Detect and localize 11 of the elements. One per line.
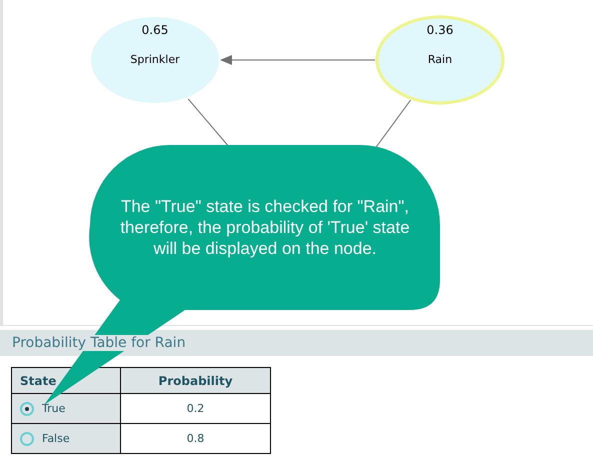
table-cell: 0.8	[121, 424, 271, 454]
probability-value: 0.36	[426, 23, 454, 37]
state-label: False	[42, 432, 70, 445]
callout-text: The "True" state is checked for "Rain", therefore, the probability of 'True' state will be displayed on the node.	[120, 196, 410, 259]
probability-value: 0.65	[142, 23, 168, 37]
node-label: Sprinkler	[130, 53, 180, 66]
node-label: Rain	[428, 53, 452, 66]
arrow	[220, 55, 376, 65]
table-cell: 0.2	[121, 394, 271, 424]
state-label: True	[42, 402, 66, 415]
column-header: Probability	[121, 368, 271, 394]
